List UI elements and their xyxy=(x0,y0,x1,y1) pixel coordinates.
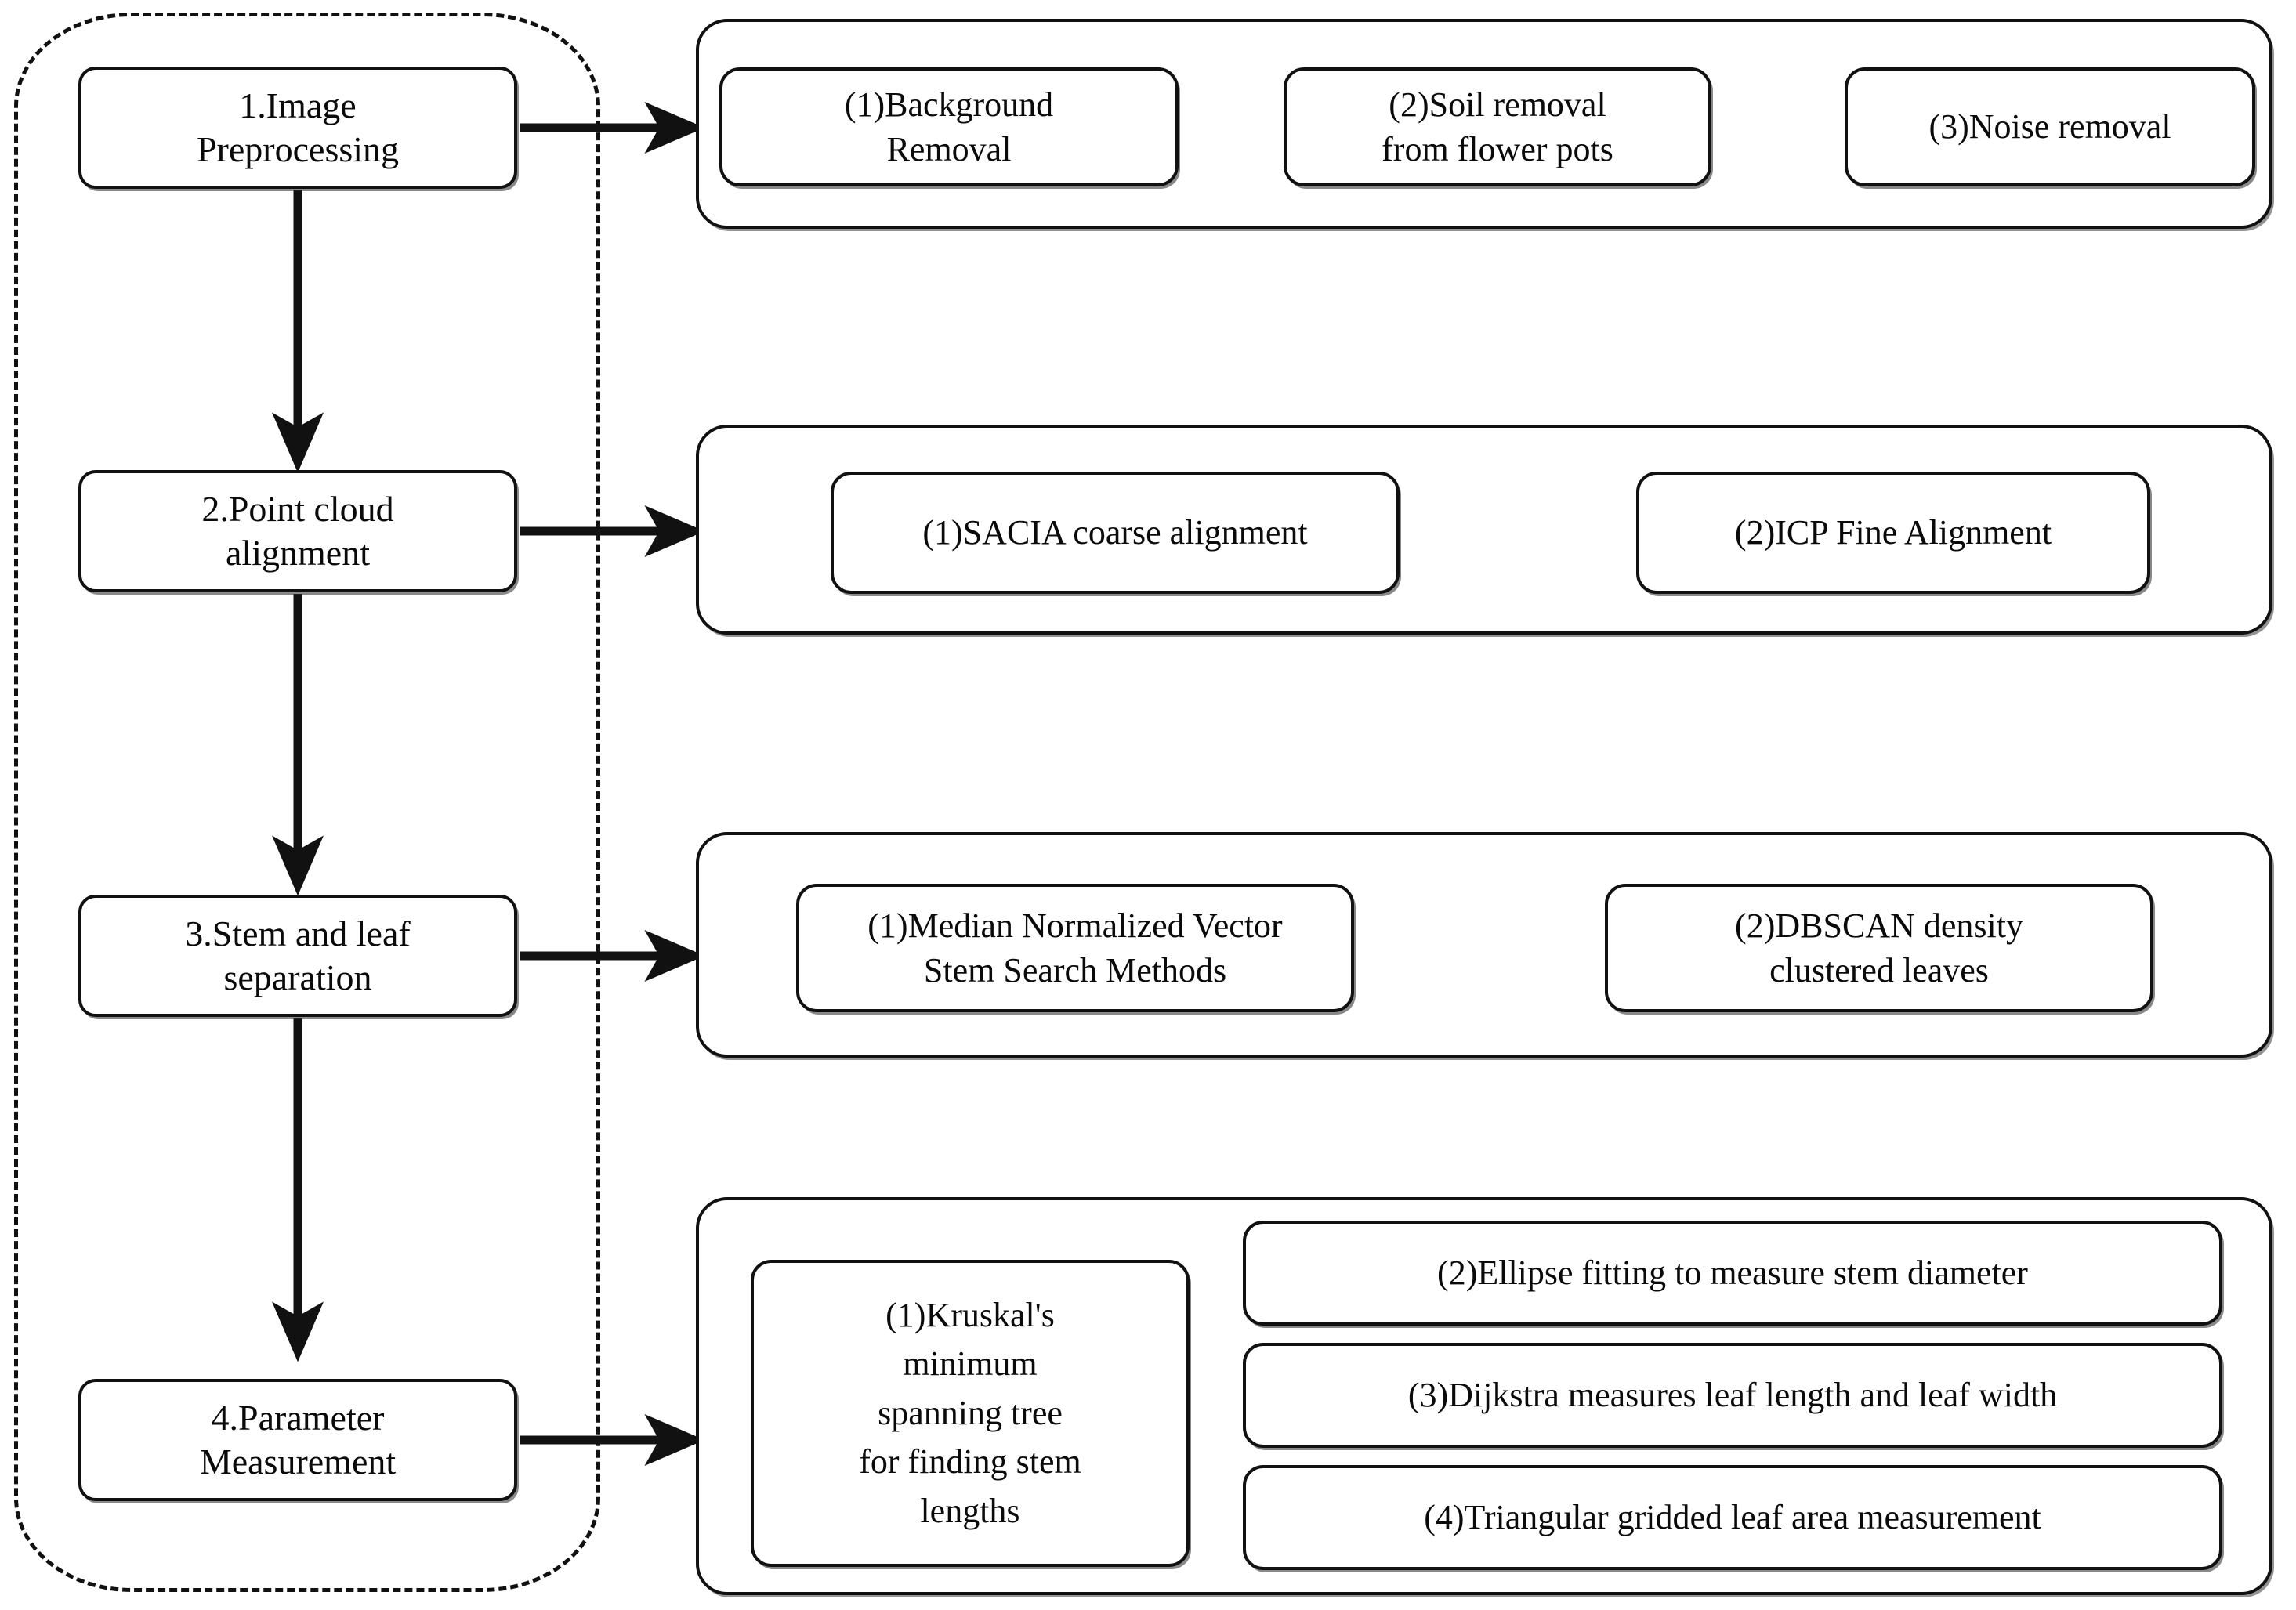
stage-box-image-preprocessing[interactable]: 1.Image Preprocessing xyxy=(78,67,517,189)
stage-label: 2.Point cloud alignment xyxy=(201,488,394,573)
panel-point-cloud-alignment: (1)SACIA coarse alignment (2)ICP Fine Al… xyxy=(696,425,2272,635)
sub-box-label: (2)DBSCAN density clustered leaves xyxy=(1735,906,2023,990)
sub-box-kruskal-minimum-spanning-tree[interactable]: (1)Kruskal's minimum spanning tree for f… xyxy=(751,1260,1190,1567)
sub-box-noise-removal[interactable]: (3)Noise removal xyxy=(1845,67,2255,186)
sub-box-triangular-gridded-leaf-area[interactable]: (4)Triangular gridded leaf area measurem… xyxy=(1243,1465,2222,1570)
sub-box-label: (1)Background Removal xyxy=(844,85,1054,168)
sub-box-label: (2)Ellipse fitting to measure stem diame… xyxy=(1437,1254,2028,1293)
sub-box-label: (1)Median Normalized Vector Stem Search … xyxy=(867,906,1283,990)
sub-box-label: (2)ICP Fine Alignment xyxy=(1734,513,2052,552)
stage-label: 4.Parameter Measurement xyxy=(199,1397,397,1482)
sub-box-label: (1)Kruskal's minimum spanning tree for f… xyxy=(859,1295,1081,1530)
stage-label: 3.Stem and leaf separation xyxy=(185,913,411,997)
panel-parameter-measurement: (1)Kruskal's minimum spanning tree for f… xyxy=(696,1197,2272,1595)
stage-box-point-cloud-alignment[interactable]: 2.Point cloud alignment xyxy=(78,470,517,592)
sub-box-dbscan-density-clustered-leaves[interactable]: (2)DBSCAN density clustered leaves xyxy=(1605,884,2153,1012)
sub-box-label: (3)Dijkstra measures leaf length and lea… xyxy=(1407,1376,2058,1415)
panel-image-preprocessing: (1)Background Removal (2)Soil removal fr… xyxy=(696,19,2272,229)
panel-stem-leaf-separation: (1)Median Normalized Vector Stem Search … xyxy=(696,832,2272,1058)
sub-box-dijkstra-leaf-length-width[interactable]: (3)Dijkstra measures leaf length and lea… xyxy=(1243,1343,2222,1448)
stage-box-stem-leaf-separation[interactable]: 3.Stem and leaf separation xyxy=(78,895,517,1017)
sub-box-median-normalized-vector[interactable]: (1)Median Normalized Vector Stem Search … xyxy=(796,884,1354,1012)
sub-box-label: (4)Triangular gridded leaf area measurem… xyxy=(1424,1498,2041,1537)
sub-box-ellipse-fitting-stem-diameter[interactable]: (2)Ellipse fitting to measure stem diame… xyxy=(1243,1221,2222,1326)
sub-box-label: (1)SACIA coarse alignment xyxy=(922,513,1308,552)
sub-box-soil-removal[interactable]: (2)Soil removal from flower pots xyxy=(1284,67,1711,186)
sub-box-icp-fine-alignment[interactable]: (2)ICP Fine Alignment xyxy=(1636,472,2150,594)
stage-label: 1.Image Preprocessing xyxy=(196,85,400,169)
sub-box-sacia-coarse-alignment[interactable]: (1)SACIA coarse alignment xyxy=(831,472,1400,594)
sub-box-label: (3)Noise removal xyxy=(1928,107,2171,147)
sub-box-label: (2)Soil removal from flower pots xyxy=(1382,85,1613,168)
stage-box-parameter-measurement[interactable]: 4.Parameter Measurement xyxy=(78,1379,517,1501)
pipeline-group-outline xyxy=(14,13,600,1592)
sub-box-background-removal[interactable]: (1)Background Removal xyxy=(719,67,1179,186)
